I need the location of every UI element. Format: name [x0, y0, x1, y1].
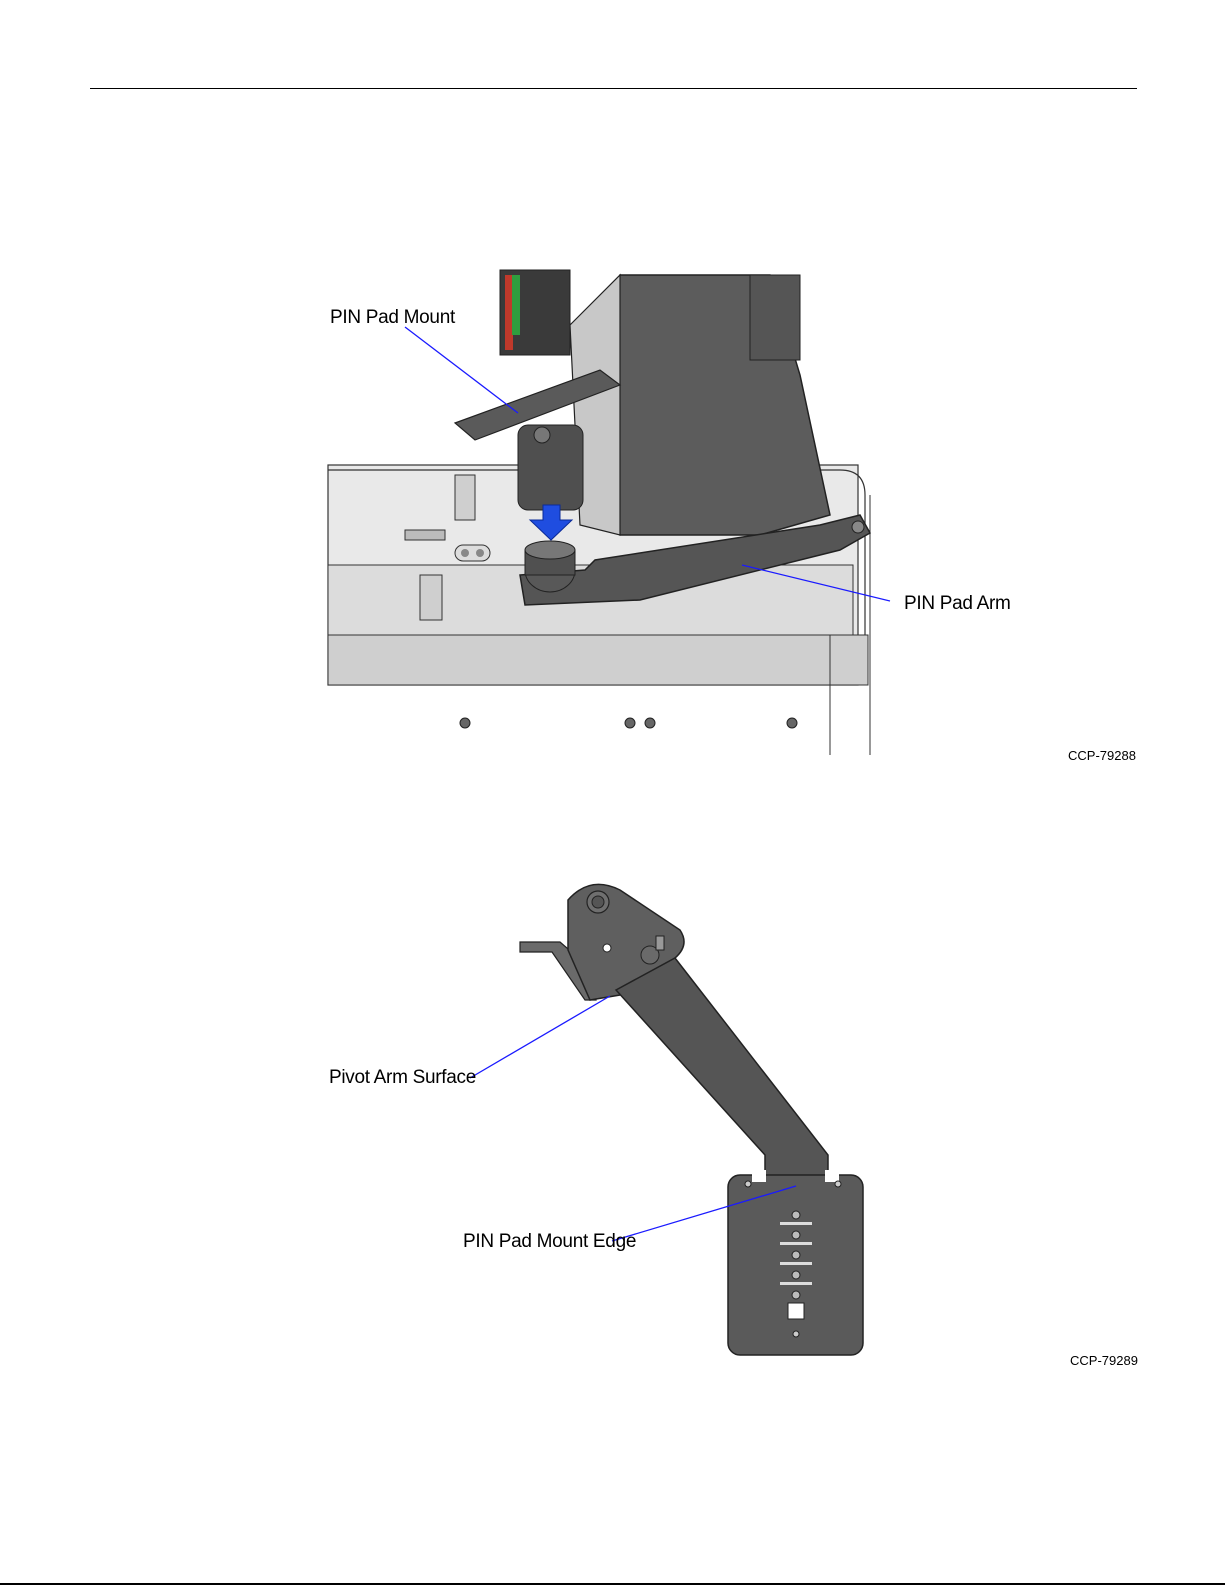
figure-pin-pad-arm-install: PIN Pad Mount PIN Pad Arm CCP-79288	[320, 265, 1140, 765]
figure-1-drawing	[320, 265, 1140, 765]
figure-2-drawing	[320, 870, 1140, 1370]
callout-pin-pad-mount-edge: PIN Pad Mount Edge	[463, 1231, 636, 1253]
figure-pivot-arm-detail: Pivot Arm Surface PIN Pad Mount Edge CCP…	[320, 870, 1140, 1370]
callout-pivot-arm-surface: Pivot Arm Surface	[329, 1067, 476, 1089]
header-rule	[90, 88, 1137, 89]
callout-pin-pad-mount: PIN Pad Mount	[330, 307, 455, 329]
callout-pin-pad-arm: PIN Pad Arm	[904, 593, 1011, 615]
figure-id: CCP-79289	[1070, 1353, 1138, 1368]
figure-id: CCP-79288	[1068, 748, 1136, 763]
